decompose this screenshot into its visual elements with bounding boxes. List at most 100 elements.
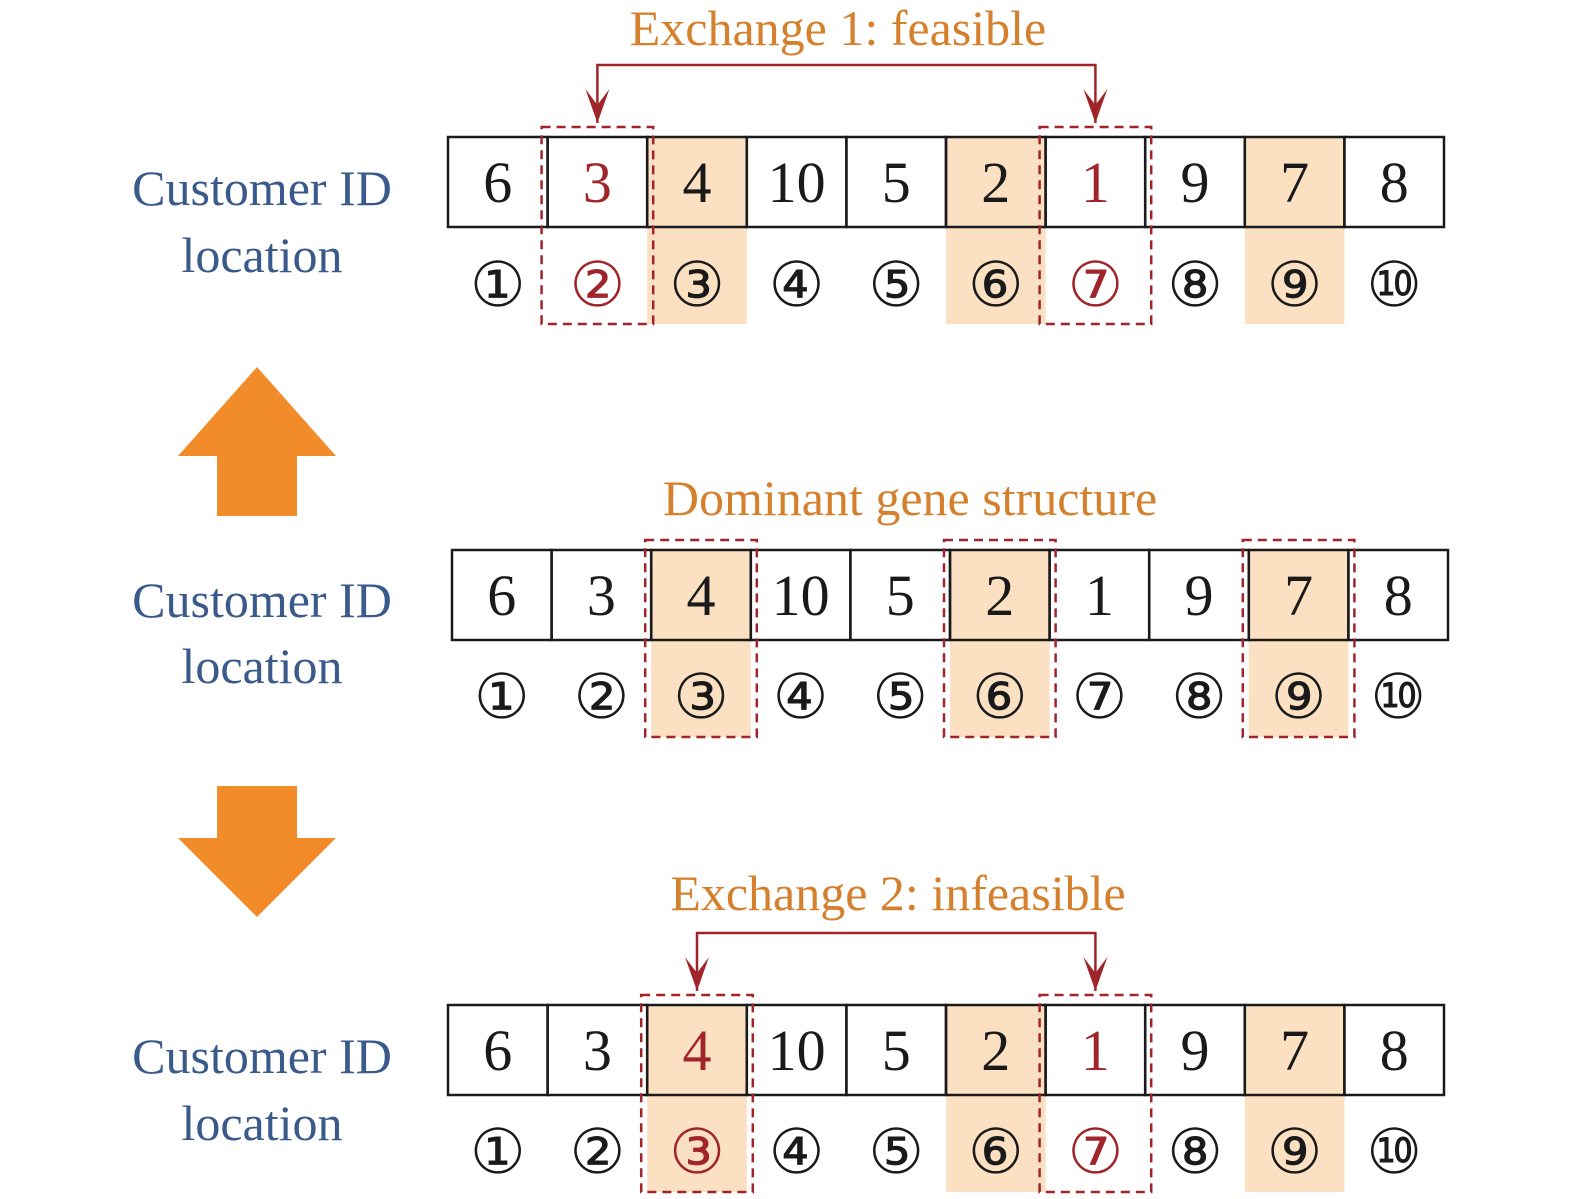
customer-id-value: 8 (1380, 1018, 1409, 1083)
dashed-selection-box (540, 125, 655, 326)
location-number: ③ (669, 252, 725, 320)
location-number: ④ (769, 1119, 825, 1187)
dashed-selection-box (1038, 125, 1153, 326)
location-number: ⑤ (868, 1119, 924, 1187)
location-number: ⑤ (872, 664, 928, 732)
customer-id-value: 9 (1181, 1018, 1210, 1083)
customer-id-value: 4 (687, 563, 716, 628)
customer-id-value: 7 (1284, 563, 1313, 628)
gene-cell (1343, 135, 1446, 229)
customer-id-value: 5 (882, 150, 911, 215)
dashed-selection-box (1241, 538, 1356, 739)
shaded-column (1248, 550, 1349, 737)
customer-id-value: 9 (1185, 563, 1214, 628)
shaded-column (1244, 137, 1345, 324)
customer-id-value: 3 (587, 563, 616, 628)
shaded-column (647, 137, 747, 324)
dashed-selection-box (639, 993, 755, 1194)
location-number: ④ (769, 252, 825, 320)
customer-id-value: 3 (583, 1018, 612, 1083)
customer-id-value: 3 (583, 150, 612, 215)
customer-id-value: 6 (483, 150, 512, 215)
location-number: ⑦ (1072, 664, 1128, 732)
customer-id-value: 9 (1181, 150, 1210, 215)
location-number: ⑥ (968, 1119, 1024, 1187)
customer-id-value: 1 (1081, 1018, 1110, 1083)
location-number: ④ (773, 664, 829, 732)
exchange-connector (596, 63, 1097, 123)
location-number: ① (470, 252, 526, 320)
customer-id-value: 5 (882, 1018, 911, 1083)
row-label-customer-id: Customer ID (132, 1028, 392, 1084)
location-number: ⑩ (1366, 1119, 1422, 1187)
row-label-customer-id: Customer ID (132, 160, 392, 216)
customer-id-value: 8 (1384, 563, 1413, 628)
dashed-selection-box (942, 538, 1057, 739)
location-number: ⑨ (1267, 252, 1323, 320)
location-number: ⑥ (972, 664, 1028, 732)
customer-id-value: 10 (768, 150, 826, 215)
location-number: ⑨ (1267, 1119, 1323, 1187)
exchange-arrowhead (1083, 957, 1108, 991)
shaded-column (946, 137, 1046, 324)
location-number: ⑦ (1068, 1119, 1124, 1187)
location-number: ⑨ (1271, 664, 1327, 732)
customer-id-value: 2 (981, 150, 1010, 215)
row-label-customer-id: Customer ID (132, 572, 392, 628)
gene-cell (1347, 548, 1450, 642)
row-label-location: location (181, 227, 342, 283)
dashed-selection-box (643, 538, 759, 739)
panel-title: Exchange 2: infeasible (670, 865, 1125, 921)
panel-title: Dominant gene structure (663, 470, 1157, 526)
location-number: ⑩ (1370, 664, 1426, 732)
exchange-arrowhead (1083, 89, 1108, 123)
shaded-column (647, 1005, 747, 1192)
customer-id-value: 2 (985, 563, 1014, 628)
panel-title: Exchange 1: feasible (630, 0, 1046, 56)
location-number: ② (570, 1119, 626, 1187)
customer-id-value: 10 (772, 563, 830, 628)
customer-id-value: 5 (886, 563, 915, 628)
shaded-column (946, 1005, 1046, 1192)
customer-id-value: 1 (1085, 563, 1114, 628)
exchange-arrowhead (585, 89, 610, 123)
row-label-location: location (181, 638, 342, 694)
customer-id-value: 7 (1280, 1018, 1309, 1083)
customer-id-value: 6 (487, 563, 516, 628)
shaded-column (1244, 1005, 1345, 1192)
customer-id-value: 2 (981, 1018, 1010, 1083)
location-number: ② (574, 664, 630, 732)
gene-cell (1343, 1003, 1446, 1097)
customer-id-value: 4 (683, 1018, 712, 1083)
shaded-column (651, 550, 751, 737)
exchange-connector (695, 931, 1097, 991)
location-number: ⑦ (1068, 252, 1124, 320)
location-number: ⑧ (1167, 1119, 1223, 1187)
customer-id-value: 8 (1380, 150, 1409, 215)
dashed-selection-box (1038, 993, 1153, 1194)
customer-id-value: 1 (1081, 150, 1110, 215)
exchange-arrowhead (685, 957, 709, 991)
location-number: ⑧ (1167, 252, 1223, 320)
location-number: ⑤ (868, 252, 924, 320)
big-arrow-up-icon (178, 367, 336, 516)
customer-id-value: 7 (1280, 150, 1309, 215)
shaded-column (950, 550, 1050, 737)
row-label-location: location (181, 1095, 342, 1151)
location-number: ② (570, 252, 626, 320)
location-number: ⑧ (1171, 664, 1227, 732)
location-number: ① (470, 1119, 526, 1187)
location-number: ⑥ (968, 252, 1024, 320)
location-number: ⑩ (1366, 252, 1422, 320)
customer-id-value: 4 (683, 150, 712, 215)
customer-id-value: 6 (483, 1018, 512, 1083)
location-number: ③ (669, 1119, 725, 1187)
customer-id-value: 10 (768, 1018, 826, 1083)
location-number: ③ (673, 664, 729, 732)
location-number: ① (474, 664, 530, 732)
big-arrow-down-icon (178, 786, 336, 917)
